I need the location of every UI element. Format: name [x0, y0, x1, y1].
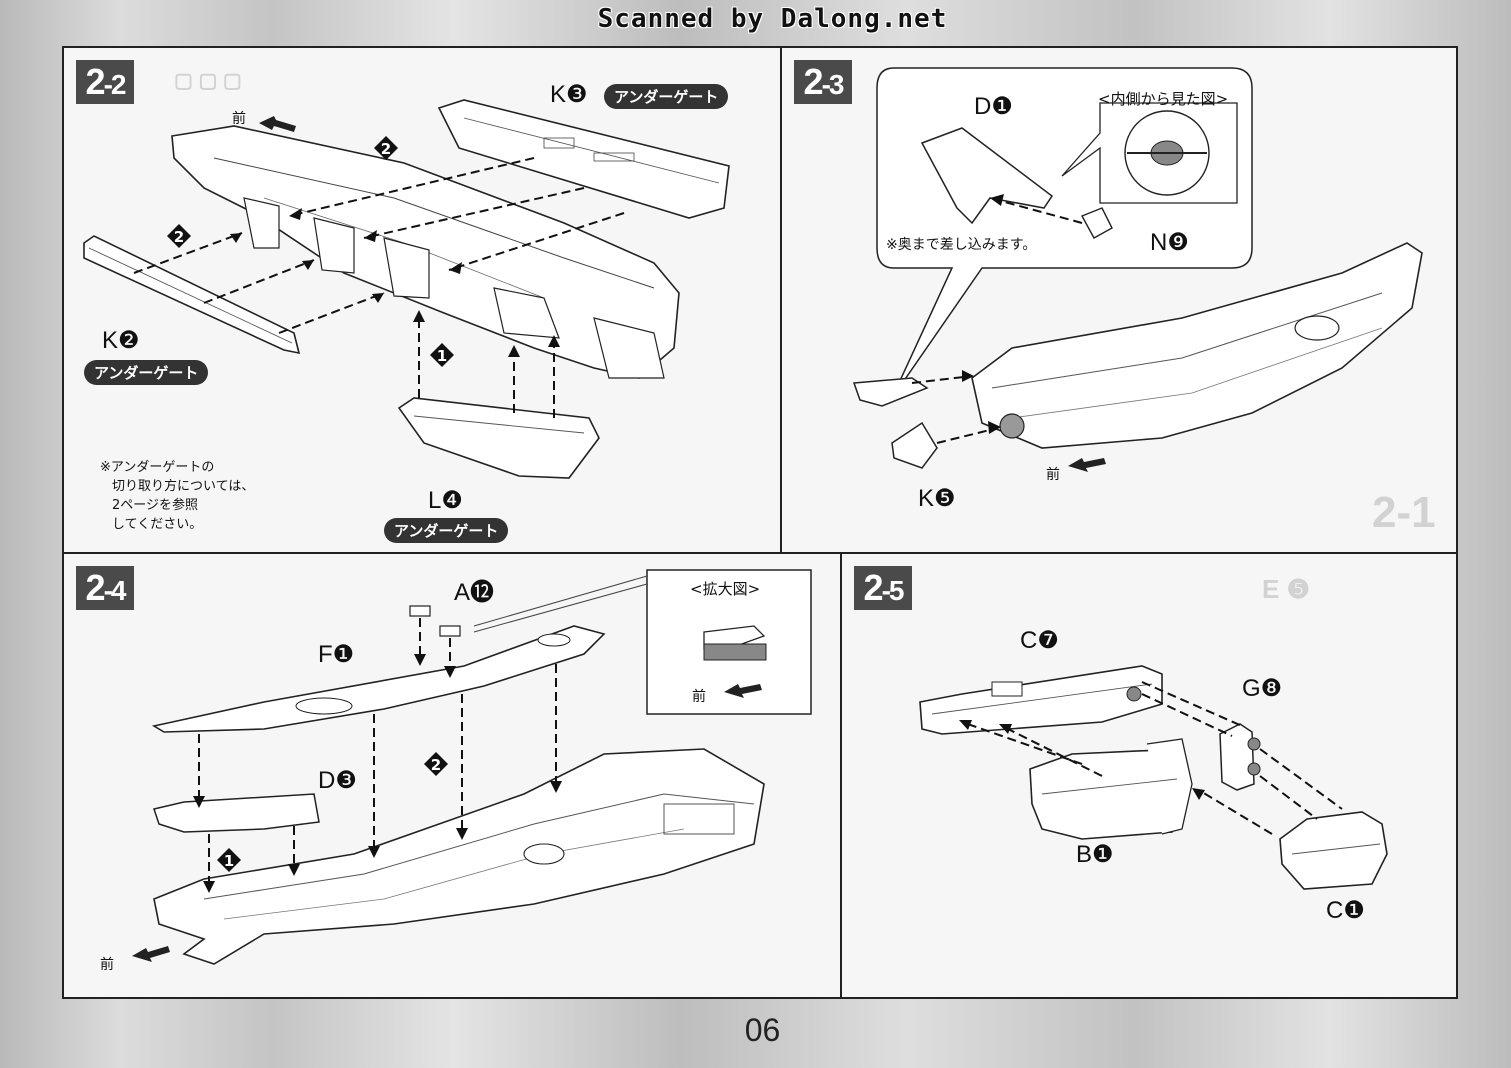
step-2-2-badge: 2-2 — [76, 60, 134, 104]
part-label-d3: D❸ — [318, 767, 357, 794]
undergate-badge-k3: アンダーゲート — [604, 84, 729, 109]
bleed-through-ghost: ▢ ▢ ▢ — [174, 70, 242, 92]
front-direction-label: 前 — [1046, 467, 1060, 483]
step-2-5-illustration — [919, 665, 1388, 890]
svg-text:2: 2 — [381, 140, 391, 158]
step-2-2-illustration: 2 2 1 — [83, 99, 730, 479]
undergate-note: ※アンダーゲートの 切り取り方については、 2ページを参照 してください。 — [100, 460, 255, 532]
part-label-b1: B❶ — [1076, 841, 1114, 868]
part-label-c7: C❼ — [1020, 627, 1059, 654]
undergate-badge-k2: アンダーゲート — [84, 360, 209, 385]
part-label-k5: K❺ — [918, 485, 956, 512]
scan-credit: Scanned by Dalong.net — [597, 4, 948, 34]
svg-text:2: 2 — [174, 228, 184, 246]
inner-view-title: <内側から見た図> — [1098, 90, 1229, 108]
part-label-k2: K❷ — [102, 327, 140, 354]
step-2-4-illustration: 1 2 — [132, 569, 812, 965]
undergate-badge-l4: アンダーゲート — [384, 518, 509, 543]
step-2-5-badge: 2-5 — [854, 566, 912, 610]
bleed-through-ghost: E ❺ — [1262, 574, 1310, 604]
part-label-d1: D❶ — [974, 93, 1013, 120]
step-2-3-panel: 2-3 2-1 D❶ <内側から見た図> N❾ ※奥まで差し込みます。 — [780, 46, 1458, 554]
step-2-2-panel: ▢ ▢ ▢ 2-2 — [62, 46, 782, 554]
part-label-f1: F❶ — [318, 641, 355, 668]
part-label-a12: A⓬ — [454, 579, 495, 606]
insert-fully-note: ※奥まで差し込みます。 — [886, 237, 1037, 253]
step-2-3-illustration — [852, 67, 1423, 472]
zoom-front-direction-label: 前 — [692, 689, 706, 705]
step-2-4-badge: 2-4 — [76, 566, 134, 610]
part-label-l4: L❹ — [428, 487, 463, 514]
svg-text:2: 2 — [431, 756, 441, 774]
bleed-through-ghost: 2-1 — [1372, 488, 1436, 537]
front-direction-label: 前 — [100, 957, 114, 973]
part-label-g8: G❽ — [1242, 675, 1283, 702]
part-label-c1: C❶ — [1326, 897, 1365, 924]
zoom-view-title: <拡大図> — [690, 580, 761, 598]
svg-text:1: 1 — [437, 347, 447, 365]
page-number: 06 — [744, 1012, 781, 1048]
part-label-n9: N❾ — [1150, 229, 1189, 256]
step-2-5-panel: 2-5 E ❺ C❼ — [840, 552, 1458, 999]
step-2-4-panel: 2-4 — [62, 552, 842, 999]
step-2-3-badge: 2-3 — [794, 60, 852, 104]
part-label-k3: K❸ — [550, 81, 588, 108]
svg-text:1: 1 — [224, 852, 234, 870]
front-direction-label: 前 — [232, 111, 246, 127]
